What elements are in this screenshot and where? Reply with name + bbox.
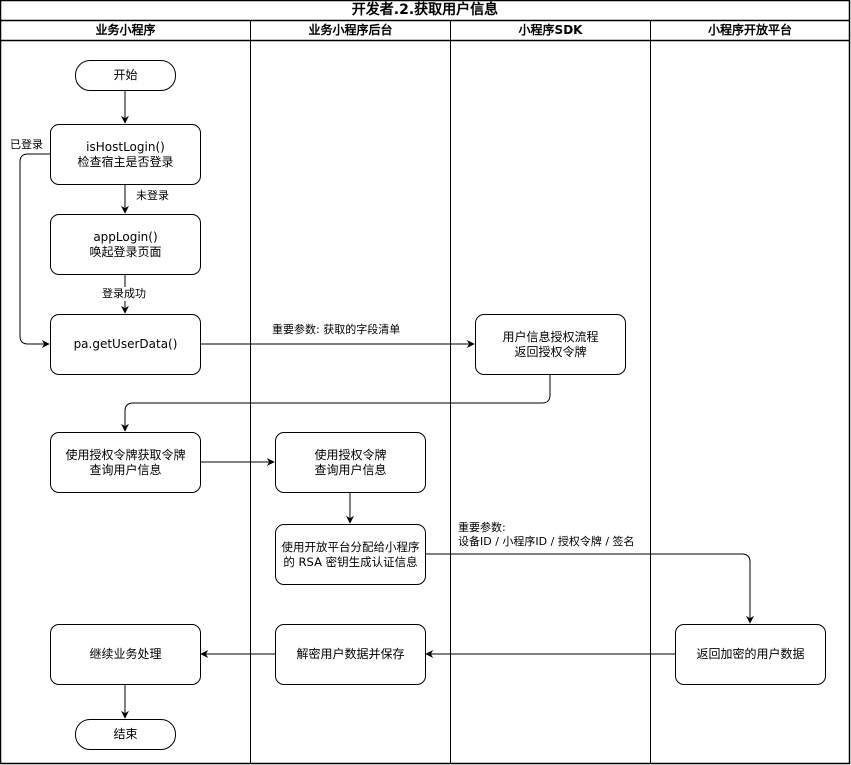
node-backend-query[interactable]: 使用授权令牌 查询用户信息	[275, 432, 426, 493]
diagram-title: 开发者.2.获取用户信息	[351, 2, 499, 18]
lane-header-sdk: 小程序SDK	[518, 23, 583, 37]
edge-label-field-list: 重要参数: 获取的字段清单	[272, 323, 401, 336]
lane-header-app: 业务小程序	[95, 23, 156, 37]
edge-label-sign-params: 重要参数: 设备ID / 小程序ID / 授权令牌 / 签名	[458, 521, 635, 548]
node-rsa-sign[interactable]: 使用开放平台分配给小程序 的 RSA 密钥生成认证信息	[275, 524, 426, 585]
node-get-user-data[interactable]: pa.getUserData()	[50, 314, 201, 375]
edge-ishostlogin-to-getuserdata	[19, 153, 50, 348]
edge-label-logged-in: 已登录	[10, 138, 43, 152]
node-app-login[interactable]: appLogin() 唤起登录页面	[50, 214, 201, 275]
edge-label-not-logged-in: 未登录	[136, 189, 169, 203]
node-is-host-login[interactable]: isHostLogin() 检查宿主是否登录	[50, 124, 201, 185]
node-end[interactable]: 结束	[75, 719, 176, 750]
node-app-query[interactable]: 使用授权令牌获取令牌 查询用户信息	[50, 432, 201, 493]
node-decrypt-save[interactable]: 解密用户数据并保存	[275, 624, 426, 685]
node-continue[interactable]: 继续业务处理	[50, 624, 201, 685]
edge-sdkauth-to-appquery	[121, 374, 551, 432]
edge-label-login-success: 登录成功	[102, 287, 146, 301]
node-start[interactable]: 开始	[75, 60, 176, 91]
node-return-encrypted[interactable]: 返回加密的用户数据	[675, 624, 826, 685]
edge-rsasign-to-returnencrypted	[425, 553, 754, 624]
lane-header-platform: 小程序开放平台	[707, 23, 792, 37]
lane-header-backend: 业务小程序后台	[308, 23, 393, 37]
node-sdk-auth[interactable]: 用户信息授权流程 返回授权令牌	[475, 314, 626, 375]
